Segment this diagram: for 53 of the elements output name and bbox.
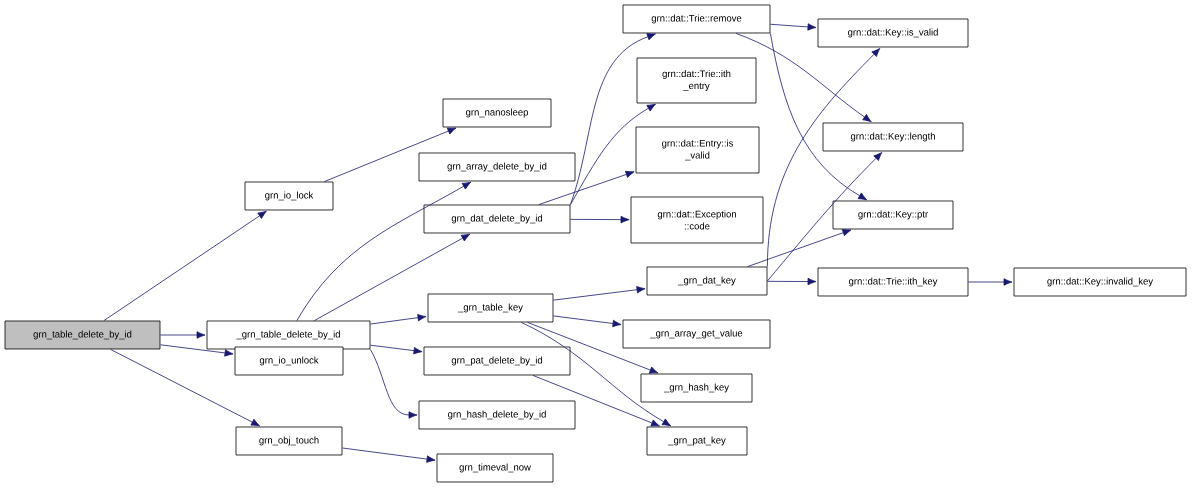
arrow [160, 331, 206, 339]
arrow [747, 229, 852, 267]
function-box: _grn_dat_key [646, 266, 768, 296]
arrow [968, 278, 1013, 286]
arrow [370, 344, 423, 355]
function-box: _grn_table_key [427, 293, 554, 323]
function-box: grn::dat::Key::is_valid [817, 18, 969, 48]
arrow [770, 23, 817, 31]
arrow [570, 215, 630, 224]
function-box: grn::dat::Trie::ith _entry [636, 57, 757, 104]
arrow [103, 210, 267, 321]
function-box: grn_array_delete_by_id [418, 152, 576, 182]
function-box: grn_timeval_now [436, 453, 554, 483]
function-box: _grn_hash_key [640, 373, 753, 403]
arrow [527, 322, 659, 374]
function-box: grn::dat::Entry::is _valid [635, 126, 760, 174]
arrow [342, 447, 436, 463]
arrow [735, 33, 872, 123]
arrow [570, 33, 656, 205]
arrow [370, 349, 418, 419]
function-box: grn_obj_touch [235, 426, 343, 456]
arrow [770, 33, 868, 201]
function-box: grn_io_lock [244, 181, 334, 211]
arrow [532, 375, 660, 427]
function-box: grn_dat_delete_by_id [423, 204, 571, 234]
function-box: grn_table_delete_by_id [4, 320, 161, 350]
arrow [370, 314, 427, 325]
function-box: grn_pat_delete_by_id [423, 346, 571, 376]
function-box: grn::dat::Key::ptr [832, 200, 954, 230]
function-box: grn::dat::Key::invalid_key [1013, 267, 1187, 297]
function-box: grn_nanosleep [442, 98, 552, 128]
arrow [767, 152, 883, 282]
function-box: _grn_pat_key [646, 426, 748, 456]
function-box: grn_hash_delete_by_id [418, 400, 576, 430]
arrow [767, 48, 881, 267]
arrow [110, 349, 260, 427]
function-box: grn::dat::Trie::remove [622, 4, 771, 34]
function-box: grn::dat::Exception ::code [630, 196, 764, 244]
arrow [570, 103, 656, 205]
function-box: grn::dat::Trie::ith_key [817, 267, 969, 297]
arrow [521, 322, 672, 427]
arrow [323, 127, 457, 182]
function-box: _grn_table_delete_by_id [206, 320, 371, 350]
arrow [767, 277, 817, 286]
function-box: grn::dat::Key::length [822, 122, 964, 152]
arrow [313, 233, 471, 321]
function-box: grn_io_unlock [234, 346, 344, 376]
arrow [538, 170, 635, 205]
arrow [160, 344, 234, 357]
arrow [296, 181, 472, 321]
arrow [553, 315, 622, 328]
arrow [553, 286, 646, 301]
function-box: _grn_array_get_value [622, 319, 771, 349]
